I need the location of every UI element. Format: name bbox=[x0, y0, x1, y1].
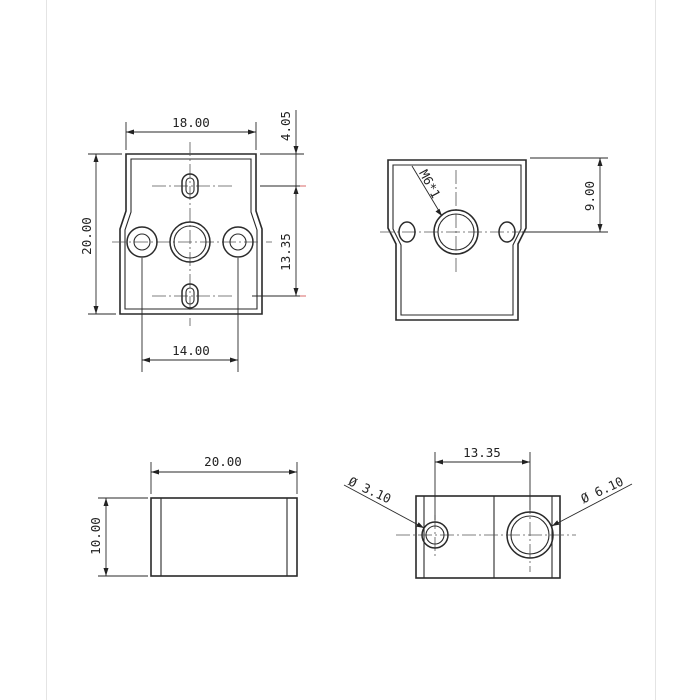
front-view-left-hole bbox=[126, 226, 158, 258]
bottom-right-large-hole-label: Ø 6.10 bbox=[578, 474, 625, 507]
side-view-thread-callout: M6*1 bbox=[411, 165, 444, 217]
bottom-right-small-hole-label: Ø 3.10 bbox=[346, 474, 393, 507]
side-view-center-hole bbox=[433, 209, 479, 255]
dim-front-right-spacing-label: 13.35 bbox=[278, 233, 293, 271]
front-view: 18.00 4.05 20.00 13.35 bbox=[79, 110, 306, 372]
dim-bottom-left-width: 20.00 bbox=[150, 454, 298, 494]
bottom-right-small-hole-callout: Ø 3.10 bbox=[343, 474, 425, 529]
dim-front-left-height: 20.00 bbox=[79, 153, 122, 315]
front-view-inner-outline bbox=[124, 158, 258, 310]
front-view-upper-slot bbox=[181, 173, 199, 199]
dim-front-bottom-spacing: 14.00 bbox=[141, 258, 239, 372]
side-view-thread-label: M6*1 bbox=[416, 167, 443, 201]
dim-front-top-width: 18.00 bbox=[125, 115, 257, 150]
dim-front-bottom-spacing-label: 14.00 bbox=[172, 343, 210, 358]
bottom-right-large-hole bbox=[506, 511, 554, 559]
dim-bottom-left-height: 10.00 bbox=[88, 497, 148, 577]
page-frame bbox=[46, 0, 656, 700]
dim-side-right-height: 9.00 bbox=[522, 157, 608, 233]
dim-side-right-height-label: 9.00 bbox=[582, 181, 597, 211]
bottom-right-view: 13.35 Ø 3.10 Ø 6.10 bbox=[343, 445, 633, 579]
dim-bottom-right-spacing: 13.35 bbox=[434, 445, 531, 520]
front-view-right-hole bbox=[222, 226, 254, 258]
side-view-inner-outline bbox=[392, 164, 522, 316]
dim-front-left-height-label: 20.00 bbox=[79, 217, 94, 255]
front-view-center-hole bbox=[169, 221, 211, 263]
side-view-right-hole bbox=[498, 221, 516, 243]
front-view-outline bbox=[119, 153, 263, 315]
bottom-right-outline bbox=[415, 495, 561, 579]
bottom-right-small-hole bbox=[421, 521, 449, 549]
dim-bottom-left-height-label: 10.00 bbox=[88, 517, 103, 555]
bottom-left-view: 20.00 10.00 bbox=[88, 454, 298, 577]
dim-bottom-left-width-label: 20.00 bbox=[204, 454, 242, 469]
dim-front-top-step: 4.05 bbox=[260, 110, 306, 196]
front-view-lower-slot bbox=[181, 283, 199, 309]
bottom-right-large-hole-callout: Ø 6.10 bbox=[551, 474, 633, 527]
dim-front-top-step-label: 4.05 bbox=[278, 111, 293, 141]
side-view-left-hole bbox=[398, 221, 416, 243]
side-view: M6*1 9.00 bbox=[380, 157, 608, 321]
dim-front-right-spacing: 13.35 bbox=[252, 186, 306, 297]
bottom-left-outline bbox=[150, 497, 298, 577]
dim-bottom-right-spacing-label: 13.35 bbox=[463, 445, 501, 460]
dim-front-top-width-label: 18.00 bbox=[172, 115, 210, 130]
side-view-outline bbox=[387, 159, 527, 321]
